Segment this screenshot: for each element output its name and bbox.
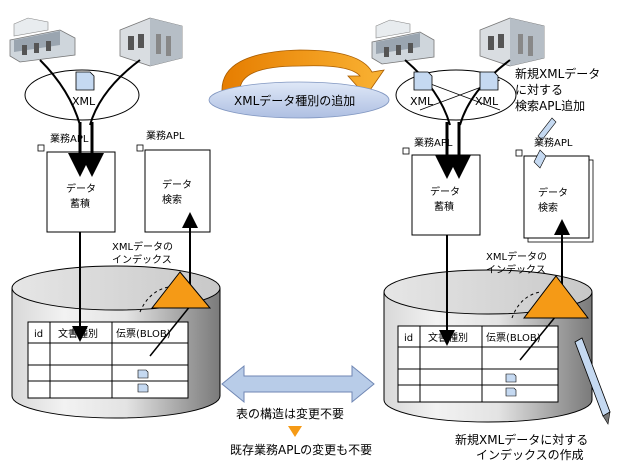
svg-text:データ: データ <box>430 185 460 198</box>
svg-text:伝票(BLOB): 伝票(BLOB) <box>486 332 541 344</box>
banner-ellipse <box>208 81 390 119</box>
svg-text:蓄積: 蓄積 <box>434 200 454 213</box>
svg-text:業務APL: 業務APL <box>534 136 573 149</box>
svg-text:文書種別: 文書種別 <box>58 327 98 340</box>
right-index-label-2: インデックス <box>486 263 546 276</box>
left-xml-label: XML <box>72 95 96 108</box>
right-note-new-apl-2: に対する <box>515 83 563 97</box>
svg-text:伝票(BLOB): 伝票(BLOB) <box>116 328 171 340</box>
pencil-icon-large <box>574 337 611 425</box>
pencil-icon-small <box>537 117 557 141</box>
left-building-icon-1 <box>9 17 76 63</box>
right-xml-label-b: XML <box>475 95 499 108</box>
left-link-line-1 <box>39 59 81 126</box>
down-triangle-icon <box>288 426 302 437</box>
right-note-new-apl-1: 新規XMLデータ <box>515 66 600 81</box>
right-link-line-2 <box>459 59 511 126</box>
right-apl-storage: 業務APL データ 蓄積 <box>402 136 481 236</box>
right-building-icon-2 <box>479 17 545 67</box>
right-index-triangle <box>522 275 590 319</box>
left-arrow-table-to-search <box>149 299 196 357</box>
banner-curved-arrow <box>221 49 385 97</box>
left-apl-storage: 業務APL データ 蓄積 <box>37 132 116 233</box>
right-apl-search: 業務APL データ 検索 <box>515 136 594 243</box>
svg-text:検索: 検索 <box>162 193 182 206</box>
svg-text:業務APL: 業務APL <box>50 132 89 145</box>
left-index-label-1: XMLデータの <box>112 240 173 253</box>
right-xml-document-icon-2 <box>479 71 499 91</box>
svg-text:データ: データ <box>66 182 96 195</box>
svg-text:id: id <box>34 329 43 340</box>
right-note-new-apl-3: 検索APL追加 <box>515 98 585 113</box>
right-building-icon-1 <box>371 19 435 65</box>
right-network-ellipse <box>395 69 517 121</box>
svg-text:id: id <box>404 333 413 344</box>
note-table-unchanged: 表の構造は変更不要 <box>236 406 344 421</box>
left-xml-document-icon <box>75 71 95 91</box>
right-index-label-1: XMLデータの <box>486 250 547 263</box>
right-link-line-1 <box>404 59 451 126</box>
double-arrow-icon <box>221 364 375 404</box>
svg-text:検索: 検索 <box>538 201 558 214</box>
right-xml-document-icon-1 <box>413 71 433 91</box>
right-xml-label-a: XML <box>410 95 434 108</box>
svg-text:業務APL: 業務APL <box>146 129 185 142</box>
right-note-new-index-1: 新規XMLデータに対する <box>455 432 588 447</box>
left-table: id 文書種別 伝票(BLOB) <box>27 321 189 399</box>
left-index-triangle <box>150 271 212 309</box>
svg-text:データ: データ <box>162 178 192 191</box>
left-building-icon-2 <box>119 17 183 67</box>
svg-text:蓄積: 蓄積 <box>70 197 90 210</box>
left-index-label-2: インデックス <box>112 253 172 266</box>
left-link-line-2 <box>89 59 141 126</box>
banner-text: XMLデータ種別の追加 <box>234 93 355 108</box>
svg-text:業務APL: 業務APL <box>414 136 453 149</box>
note-apl-unchanged: 既存業務APLの変更も不要 <box>230 442 372 457</box>
right-note-new-index-2: インデックスの作成 <box>476 447 584 462</box>
svg-text:データ: データ <box>538 186 568 199</box>
right-table: id 文書種別 伝票(BLOB) <box>397 325 559 403</box>
right-dashed-index-arrow <box>511 291 541 319</box>
left-apl-search: 業務APL データ 検索 <box>136 129 211 233</box>
left-network-ellipse <box>24 69 140 121</box>
